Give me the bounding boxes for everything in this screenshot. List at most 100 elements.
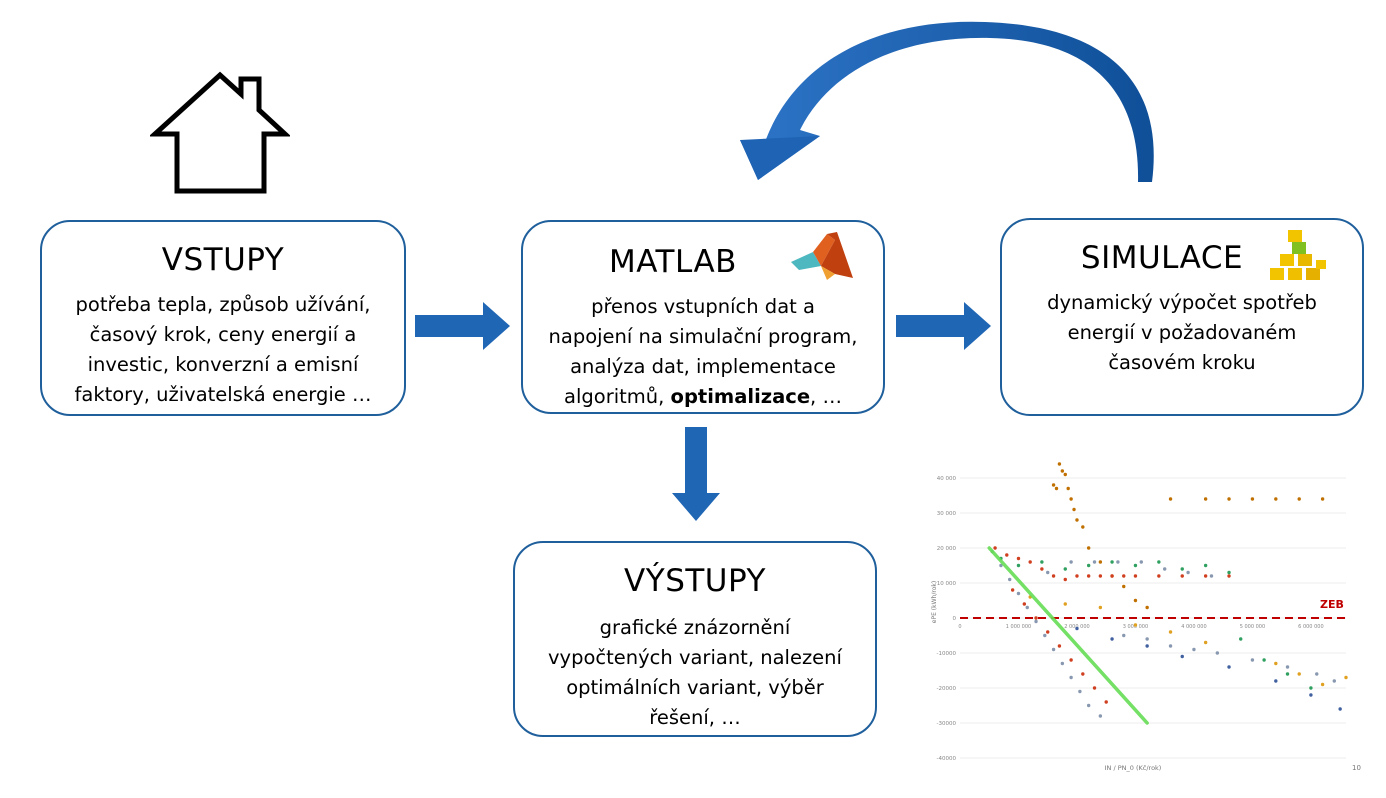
data-point <box>1180 654 1184 659</box>
y-tick-label: -30000 <box>937 721 957 727</box>
data-point <box>1081 525 1085 529</box>
outputs-title: VÝSTUPY <box>624 563 766 599</box>
matlab-last-post: , … <box>810 385 842 408</box>
data-point <box>1227 574 1231 578</box>
data-point <box>1025 605 1029 610</box>
x-tick-label: 6 000 000 <box>1298 624 1323 630</box>
data-point <box>1098 714 1103 718</box>
data-point <box>1072 507 1076 512</box>
x-axis-label: IN / PN_0 (Kč/rok) <box>1105 764 1162 772</box>
data-point <box>1034 616 1038 620</box>
data-point <box>1180 574 1184 578</box>
y-tick-label: 0 <box>953 616 957 622</box>
outputs-line: optimálních variant, výběr <box>566 676 824 699</box>
data-point <box>1116 560 1120 564</box>
data-point <box>1043 633 1047 638</box>
inputs-line: časový krok, ceny energií a <box>89 323 357 346</box>
data-point <box>1008 577 1012 582</box>
data-point <box>1051 483 1056 487</box>
y-axis-label: ePE (kWh/rok) <box>931 581 938 623</box>
data-point <box>1338 707 1342 711</box>
data-point <box>999 563 1003 568</box>
x-tick-label: 4 000 000 <box>1181 624 1206 630</box>
data-point <box>1016 556 1021 561</box>
data-point <box>1262 658 1266 662</box>
simulation-line: energií v požadovaném <box>1067 321 1297 344</box>
data-point <box>1051 574 1056 578</box>
data-point <box>1069 497 1073 501</box>
data-point <box>1180 567 1184 571</box>
data-point <box>1285 665 1290 669</box>
arrow-right-icon <box>415 302 510 350</box>
x-tick-label: 0 <box>958 624 961 630</box>
data-point <box>1110 560 1114 564</box>
y-tick-label: 30 000 <box>937 511 957 517</box>
data-point <box>1285 672 1290 676</box>
matlab-last-pre: algoritmů, <box>564 385 671 408</box>
y-tick-label: 40 000 <box>937 476 957 482</box>
zeb-label: ZEB <box>1320 598 1344 611</box>
stacked-cubes-icon <box>1270 230 1326 280</box>
data-point <box>1016 591 1021 596</box>
data-point <box>1110 574 1114 578</box>
data-point <box>1227 570 1231 575</box>
data-point <box>1274 497 1278 501</box>
simulation-box: SIMULACE dynamický výpočet spotřeb energ… <box>1000 218 1364 416</box>
data-point <box>1122 633 1126 638</box>
data-point <box>1203 574 1208 578</box>
data-point <box>1005 553 1009 557</box>
data-point <box>1157 560 1161 564</box>
data-point <box>1063 472 1067 477</box>
inputs-box: VSTUPY potřeba tepla, způsob užívání, ča… <box>40 220 406 416</box>
data-point <box>1098 605 1103 610</box>
data-point <box>1133 563 1138 568</box>
y-tick-label: 20 000 <box>937 546 957 552</box>
simulation-description: dynamický výpočet spotřeb energií v poža… <box>1012 288 1352 378</box>
data-point <box>1010 588 1015 592</box>
matlab-box: MATLAB přenos vstupních dat a napojení n… <box>521 220 885 414</box>
outputs-box: VÝSTUPY grafické znázornění vypočtených … <box>513 541 877 737</box>
data-point <box>1057 644 1062 648</box>
simulation-line: časovém kroku <box>1108 351 1256 374</box>
matlab-line: přenos vstupních dat a <box>591 295 815 318</box>
data-point <box>1063 567 1067 571</box>
data-point <box>1086 563 1091 568</box>
data-point <box>1320 682 1325 687</box>
data-point <box>1239 637 1243 641</box>
data-point <box>1133 574 1138 578</box>
simulation-line: dynamický výpočet spotřeb <box>1047 291 1317 314</box>
x-tick-label: 5 000 000 <box>1240 624 1265 630</box>
trend-line <box>987 546 1149 725</box>
data-point <box>1060 661 1065 666</box>
data-point <box>1054 486 1059 491</box>
data-point <box>1139 560 1144 564</box>
inputs-line: potřeba tepla, způsob užívání, <box>75 293 371 316</box>
matlab-title: MATLAB <box>609 244 737 280</box>
page-number: 10 <box>1352 764 1361 772</box>
data-point <box>1028 560 1032 564</box>
data-point <box>1162 567 1167 571</box>
data-point <box>1046 630 1050 634</box>
outputs-line: grafické znázornění <box>599 616 791 639</box>
data-point <box>1315 672 1319 676</box>
data-point <box>1215 651 1220 655</box>
data-point <box>1078 689 1082 694</box>
data-point <box>1092 686 1097 690</box>
matlab-last-bold: optimalizace <box>670 385 811 408</box>
data-point <box>1168 630 1173 634</box>
data-point <box>1063 602 1067 606</box>
data-point <box>1086 703 1091 708</box>
data-point <box>1227 497 1231 501</box>
data-point <box>1063 577 1067 582</box>
data-point <box>1046 570 1050 575</box>
data-point <box>1309 686 1313 690</box>
data-point <box>1297 497 1301 501</box>
data-point <box>1040 560 1044 564</box>
data-point <box>1145 637 1149 641</box>
data-point <box>1081 672 1085 676</box>
data-point <box>1122 584 1126 589</box>
data-point <box>1016 563 1021 568</box>
data-point <box>1227 665 1231 669</box>
data-point <box>1075 626 1079 631</box>
